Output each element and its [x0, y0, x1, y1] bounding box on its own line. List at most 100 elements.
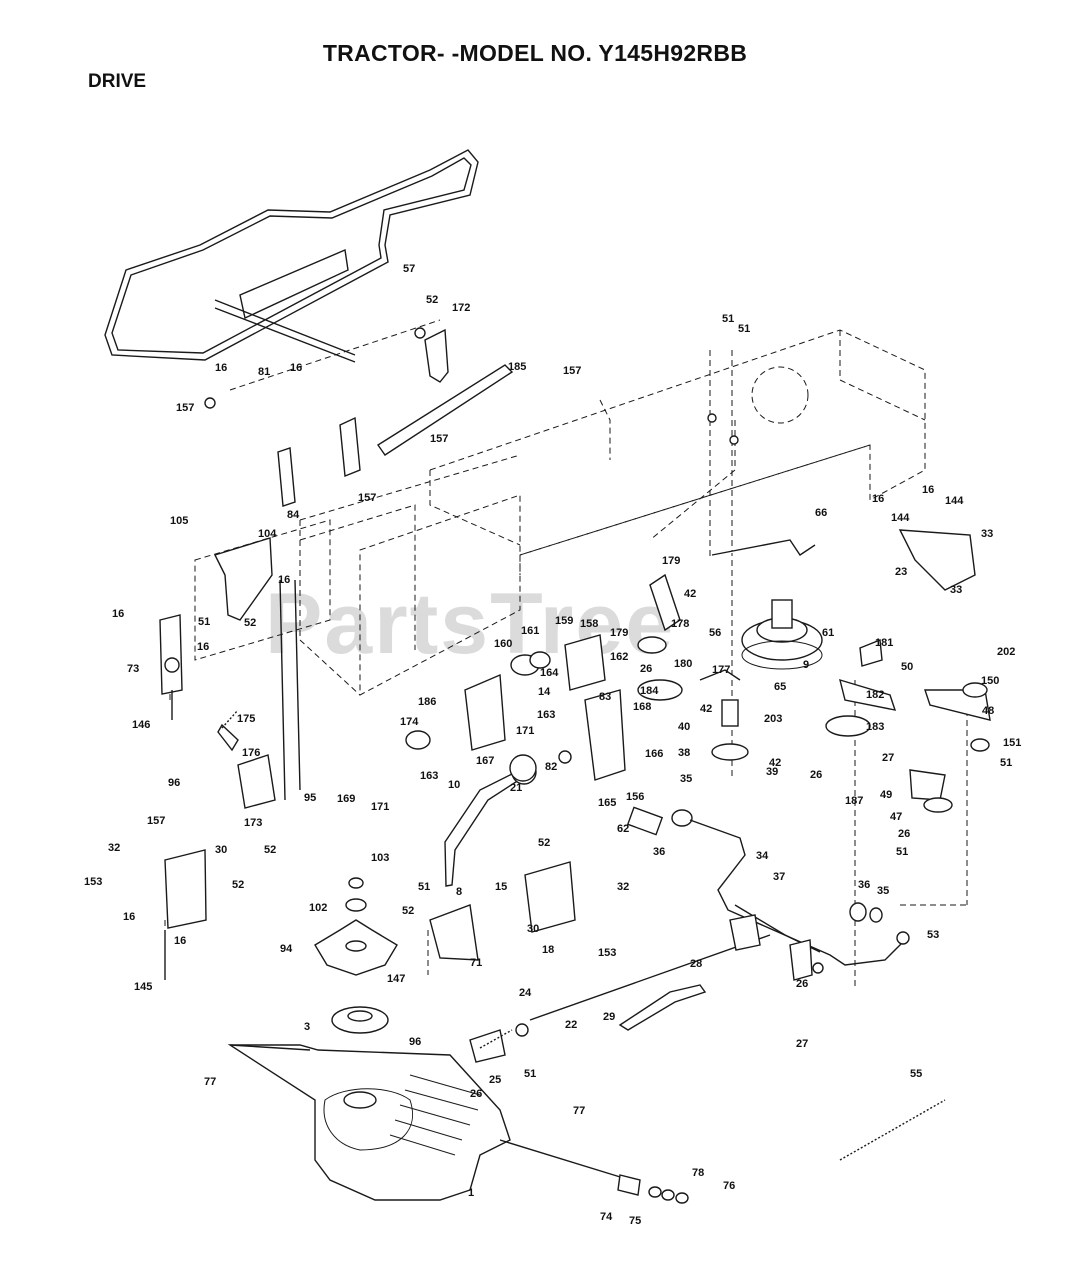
callout-102: 102	[309, 902, 327, 914]
callout-82: 82	[545, 761, 557, 773]
callout-32: 32	[108, 842, 120, 854]
drive-belt	[104, 149, 479, 361]
callout-151: 151	[1003, 737, 1021, 749]
callout-26: 26	[470, 1088, 482, 1100]
callout-65: 65	[774, 681, 786, 693]
callout-77: 77	[204, 1076, 216, 1088]
callout-164: 164	[540, 667, 559, 679]
callout-182: 182	[866, 689, 884, 701]
callout-168: 168	[633, 701, 651, 713]
right-bracket-assembly	[898, 529, 991, 813]
callout-52: 52	[426, 294, 438, 306]
callout-84: 84	[287, 509, 300, 521]
callout-146: 146	[132, 719, 150, 731]
callout-36: 36	[653, 846, 665, 858]
shift-knob	[509, 754, 537, 782]
callout-177: 177	[712, 664, 730, 676]
callout-165: 165	[598, 797, 616, 809]
callout-57: 57	[403, 263, 415, 275]
callout-16: 16	[123, 911, 135, 923]
callout-42: 42	[769, 757, 781, 769]
callout-159: 159	[555, 615, 573, 627]
callout-162: 162	[610, 651, 628, 663]
callout-16: 16	[922, 484, 934, 496]
callout-95: 95	[304, 792, 316, 804]
callout-51: 51	[524, 1068, 536, 1080]
callout-8: 8	[456, 886, 462, 898]
transaxle-pulley-assembly	[314, 861, 576, 1063]
callout-56: 56	[709, 627, 721, 639]
callout-26: 26	[810, 769, 822, 781]
callout-157: 157	[147, 815, 165, 827]
callout-169: 169	[337, 793, 355, 805]
callout-77: 77	[573, 1105, 585, 1117]
callout-1: 1	[468, 1187, 474, 1199]
callout-39: 39	[766, 766, 778, 778]
callout-174: 174	[400, 716, 419, 728]
callout-180: 180	[674, 658, 692, 670]
callout-28: 28	[690, 958, 702, 970]
callout-96: 96	[168, 777, 180, 789]
callout-103: 103	[371, 852, 389, 864]
callout-96: 96	[409, 1036, 421, 1048]
callout-145: 145	[134, 981, 152, 993]
callout-30: 30	[527, 923, 539, 935]
callout-104: 104	[258, 528, 277, 540]
callout-51: 51	[738, 323, 750, 335]
callout-35: 35	[680, 773, 692, 785]
callout-71: 71	[470, 957, 482, 969]
callout-16: 16	[197, 641, 209, 653]
callout-15: 15	[495, 881, 507, 893]
callout-55: 55	[910, 1068, 922, 1080]
engine-pulley-stack	[637, 539, 897, 761]
callout-73: 73	[127, 663, 139, 675]
callout-52: 52	[232, 879, 244, 891]
tractor-frame	[194, 319, 926, 696]
callout-53: 53	[927, 929, 939, 941]
callout-171: 171	[516, 725, 534, 737]
callout-52: 52	[244, 617, 256, 629]
callout-176: 176	[242, 747, 260, 759]
callout-14: 14	[538, 686, 551, 698]
callout-186: 186	[418, 696, 436, 708]
callout-105: 105	[170, 515, 188, 527]
callout-16: 16	[112, 608, 124, 620]
callout-81: 81	[258, 366, 270, 378]
callout-153: 153	[84, 876, 102, 888]
callout-27: 27	[882, 752, 894, 764]
callout-37: 37	[773, 871, 785, 883]
callout-179: 179	[610, 627, 628, 639]
callout-32: 32	[617, 881, 629, 893]
callout-66: 66	[815, 507, 827, 519]
callout-185: 185	[508, 361, 526, 373]
callout-157: 157	[430, 433, 448, 445]
callout-178: 178	[671, 618, 689, 630]
callout-62: 62	[617, 823, 629, 835]
callout-47: 47	[890, 811, 902, 823]
callout-163: 163	[537, 709, 555, 721]
callout-203: 203	[764, 713, 782, 725]
callout-160: 160	[494, 638, 512, 650]
callout-16: 16	[215, 362, 227, 374]
callout-26: 26	[796, 978, 808, 990]
callout-16: 16	[174, 935, 186, 947]
clutch-rod-assembly	[204, 248, 739, 621]
callout-49: 49	[880, 789, 892, 801]
callout-161: 161	[521, 625, 539, 637]
shift-linkage	[529, 806, 910, 1031]
callout-52: 52	[264, 844, 276, 856]
callout-147: 147	[387, 973, 405, 985]
callout-156: 156	[626, 791, 644, 803]
callout-16: 16	[290, 362, 302, 374]
callout-40: 40	[678, 721, 690, 733]
callout-51: 51	[722, 313, 734, 325]
callout-16: 16	[872, 493, 884, 505]
callout-171: 171	[371, 801, 389, 813]
callout-25: 25	[489, 1074, 501, 1086]
callout-23: 23	[895, 566, 907, 578]
callout-61: 61	[822, 627, 834, 639]
callout-158: 158	[580, 618, 598, 630]
callout-94: 94	[280, 943, 293, 955]
